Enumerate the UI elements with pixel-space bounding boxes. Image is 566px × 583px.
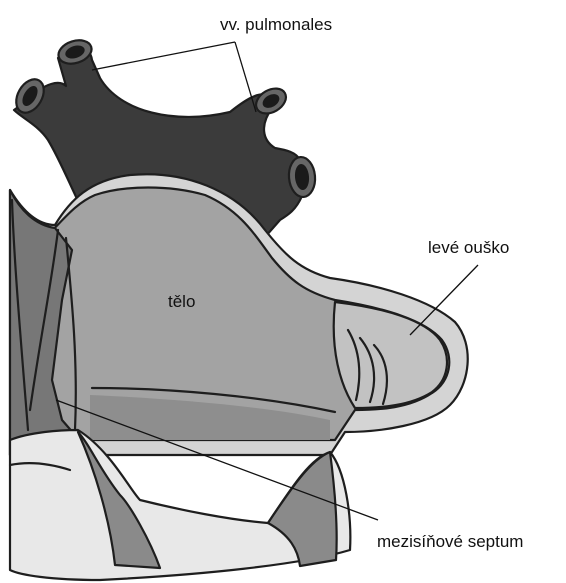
leader-veins-left [92, 42, 235, 70]
label-atrium-body: tělo [168, 292, 195, 311]
label-interatrial-septum: mezisíňové septum [377, 532, 523, 551]
label-pulmonary-veins: vv. pulmonales [220, 15, 332, 34]
label-left-appendage: levé ouško [428, 238, 509, 257]
